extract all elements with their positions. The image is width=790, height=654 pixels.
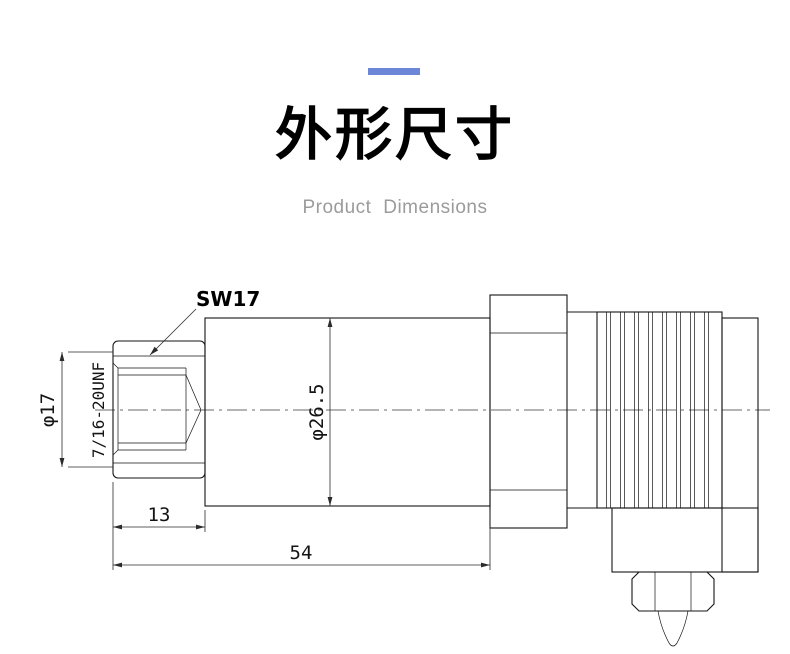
accent-dash bbox=[368, 68, 420, 75]
sensor-body bbox=[204, 317, 491, 507]
arrowhead-leader-icon bbox=[150, 346, 159, 355]
dim-lines-overall-length bbox=[113, 510, 491, 570]
hex-section bbox=[489, 294, 568, 529]
dim-label-port-diameter: φ17 bbox=[37, 393, 59, 427]
connector-neck bbox=[567, 311, 597, 509]
port-nut-facet-lines bbox=[113, 355, 205, 464]
wrench-size-label: SW17 bbox=[196, 287, 260, 311]
gland-nut-facet-lines bbox=[654, 572, 692, 611]
cable-boot bbox=[657, 610, 689, 647]
dim-body-diameter: φ26.5 bbox=[306, 318, 333, 506]
arrowhead-up-icon bbox=[59, 352, 65, 361]
dimension-drawing: φ17 7/16-20UNF φ26.5 13 54 bbox=[37, 287, 770, 647]
port-bore-cone bbox=[185, 374, 202, 444]
port-entry-chamfer bbox=[112, 362, 119, 456]
dim-label-body-diameter: φ26.5 bbox=[306, 383, 328, 440]
arrowhead-down-icon bbox=[59, 458, 65, 467]
connector-lower-housing bbox=[611, 507, 759, 573]
callout-leader-line bbox=[149, 308, 197, 356]
dim-overall-length: 54 bbox=[113, 510, 491, 570]
wrench-size-callout: SW17 bbox=[149, 287, 260, 356]
hex-outline bbox=[489, 294, 568, 529]
arrowhead-right-icon bbox=[481, 562, 490, 568]
page-subtitle: Product Dimensions bbox=[302, 197, 488, 218]
connector-end-block bbox=[721, 317, 759, 573]
dim-port-diameter: φ17 bbox=[37, 351, 113, 468]
connector-rib-lines bbox=[606, 312, 709, 508]
arrowhead-down-icon bbox=[327, 497, 333, 506]
port-fitting bbox=[112, 340, 206, 479]
arrowhead-up-icon bbox=[327, 318, 333, 327]
port-thread-bore bbox=[117, 367, 187, 451]
dim-label-overall-length: 54 bbox=[290, 542, 313, 564]
sensor-body-outline bbox=[204, 317, 491, 507]
port-nut-outline bbox=[112, 340, 206, 479]
arrowhead-left-icon bbox=[113, 524, 122, 530]
cable-gland bbox=[631, 571, 715, 647]
dim-label-port-length: 13 bbox=[148, 504, 171, 526]
thread-spec-label: 7/16-20UNF bbox=[89, 362, 108, 458]
hex-facet-lines bbox=[490, 332, 567, 491]
arrowhead-right-icon bbox=[196, 524, 205, 530]
dim-lines-port-diameter bbox=[61, 351, 113, 468]
thread-spec: 7/16-20UNF bbox=[89, 362, 108, 458]
arrowhead-left-icon bbox=[113, 562, 122, 568]
connector-housing bbox=[567, 311, 759, 573]
dim-lines-port-length bbox=[112, 482, 206, 570]
page-title: 外形尺寸 bbox=[275, 103, 515, 167]
gland-nut-outline bbox=[631, 571, 715, 612]
dim-port-length: 13 bbox=[112, 482, 206, 570]
